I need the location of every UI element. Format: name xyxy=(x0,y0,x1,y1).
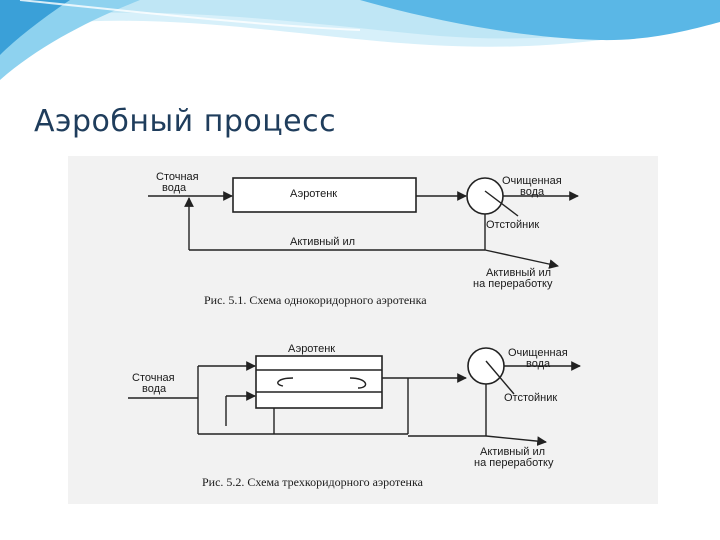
scanned-figure: Сточная вода Аэротенк Очищенная вода Отс… xyxy=(68,156,658,504)
fig2-settler-label: Отстойник xyxy=(504,392,557,404)
fig1-return-sludge-label: Активный ил xyxy=(290,236,355,248)
fig1-treated-label-2: вода xyxy=(520,186,545,198)
figure-three-corridor: Аэротенк Сточная вода Очищенная вода Отс… xyxy=(128,343,581,489)
fig1-aerotank-label: Аэротенк xyxy=(290,188,337,200)
fig1-settler-circle xyxy=(466,177,504,215)
fig2-excess-label-2: на переработку xyxy=(474,457,554,469)
fig2-excess-sludge-arrow xyxy=(485,435,547,446)
fig1-caption: Рис. 5.1. Схема однокоридорного аэротенк… xyxy=(204,293,427,307)
fig2-aerotank-box xyxy=(255,355,383,409)
fig2-flow-turn-left xyxy=(277,377,294,387)
fig1-settler-leader xyxy=(484,190,519,217)
fig2-wastewater-label-1: Сточная xyxy=(132,372,175,384)
slide-title: Аэробный процесс xyxy=(34,104,337,139)
fig1-excess-sludge-arrow xyxy=(484,249,559,269)
fig1-wastewater-label-2: вода xyxy=(162,182,187,194)
fig1-aerotank-box xyxy=(232,177,417,213)
fig2-settler-circle xyxy=(467,347,505,385)
figure-single-corridor: Сточная вода Аэротенк Очищенная вода Отс… xyxy=(148,171,579,307)
fig2-wastewater-label-2: вода xyxy=(142,383,167,395)
scheme-diagrams: Сточная вода Аэротенк Очищенная вода Отс… xyxy=(128,171,581,489)
fig2-aerotank-label: Аэротенк xyxy=(288,343,335,355)
fig2-caption: Рис. 5.2. Схема трехкоридорного аэротенк… xyxy=(202,475,424,489)
fig1-excess-label-2: на переработку xyxy=(473,278,553,290)
fig2-excess-label-1: Активный ил xyxy=(480,446,545,458)
fig1-settler-label: Отстойник xyxy=(486,219,539,231)
fig2-treated-label-1: Очищенная xyxy=(508,347,568,359)
fig1-excess-label-1: Активный ил xyxy=(486,267,551,279)
fig2-settler-leader xyxy=(485,360,515,395)
fig1-treated-label-1: Очищенная xyxy=(502,175,562,187)
fig1-wastewater-label-1: Сточная xyxy=(156,171,199,183)
fig2-treated-label-2: вода xyxy=(526,358,551,370)
header-wave-decoration xyxy=(0,0,720,80)
fig2-flow-turn-right xyxy=(349,377,367,389)
